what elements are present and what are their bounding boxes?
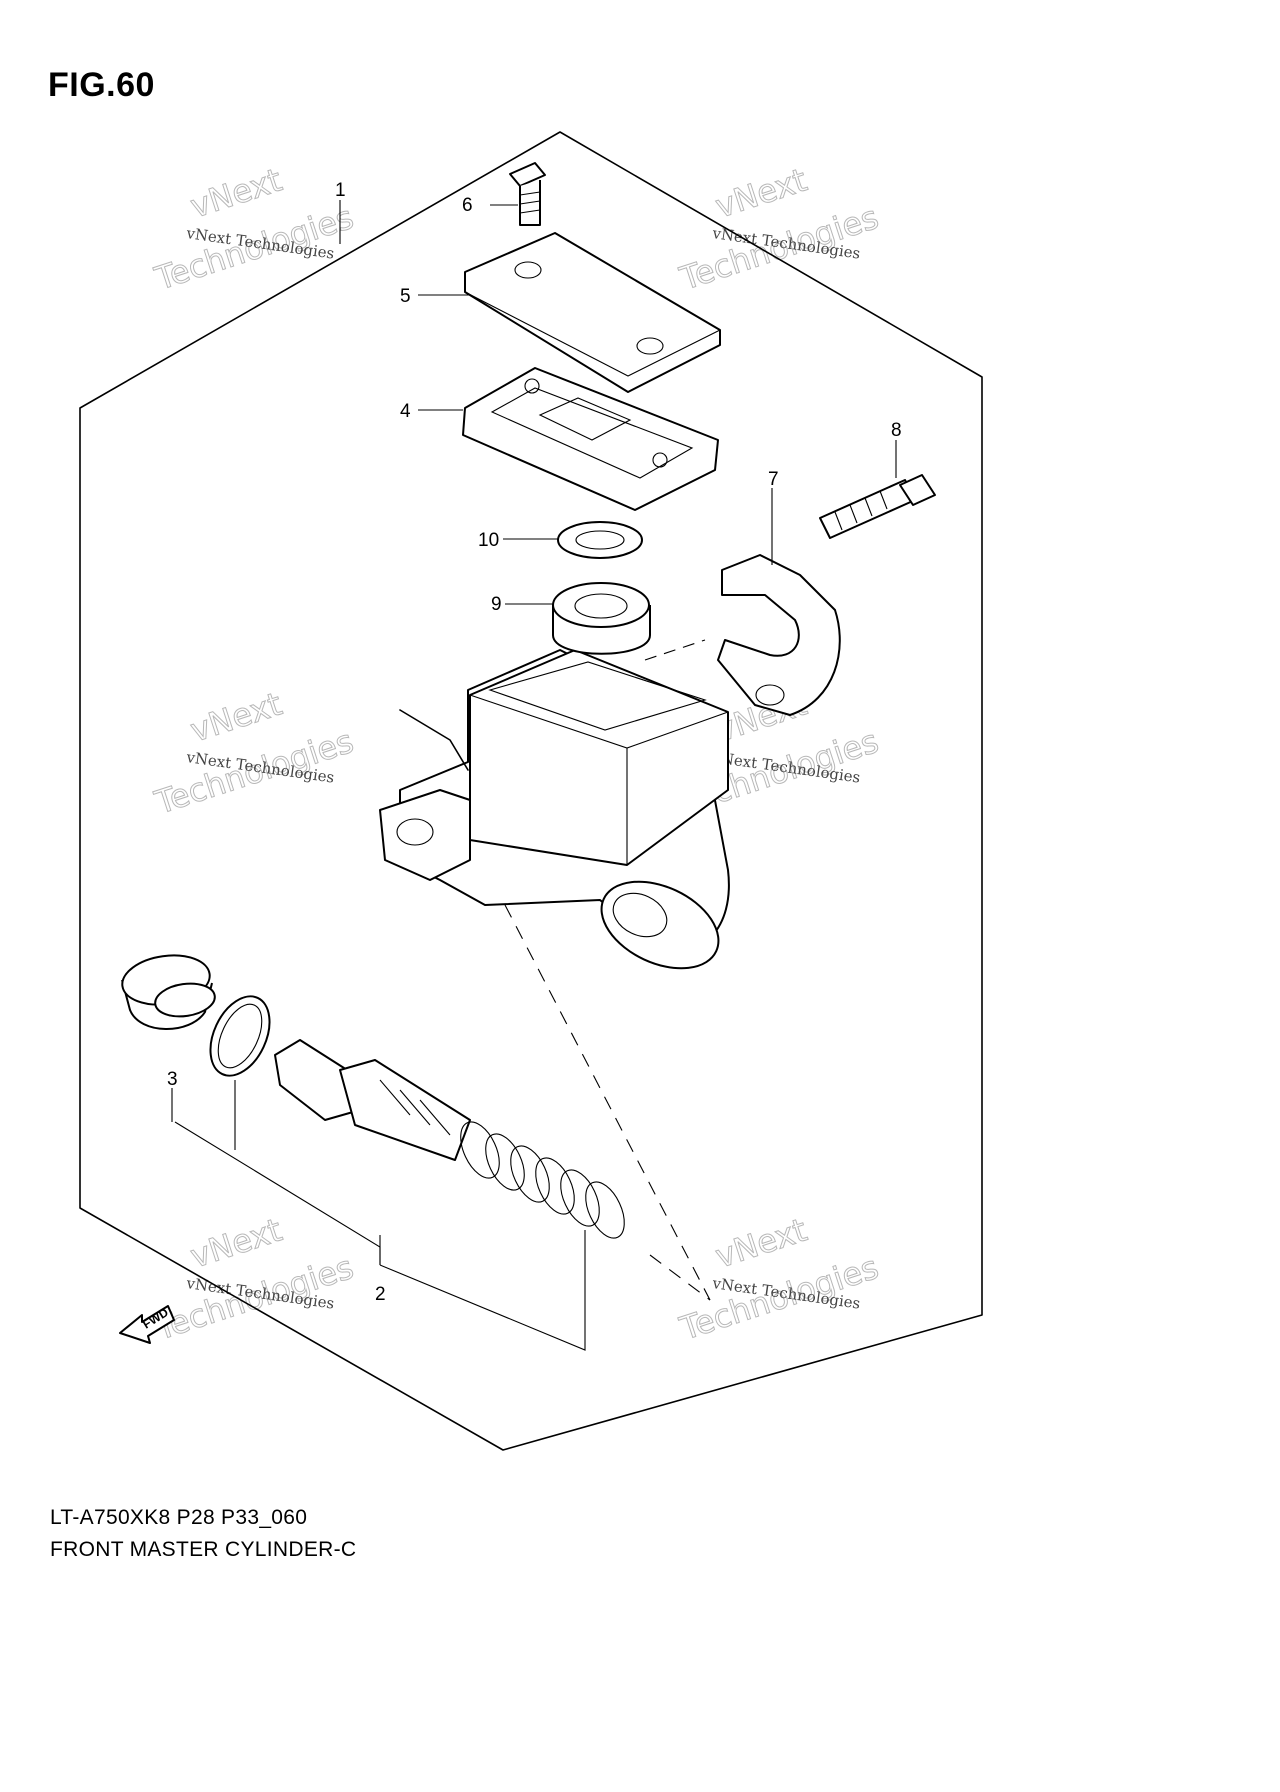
watermark-bottom-left: vNext Technologies vNext Technologies xyxy=(149,1210,358,1348)
leader-lines xyxy=(171,200,897,1351)
watermark-top-right: vNext Technologies vNext Technologies xyxy=(674,160,883,298)
callout-3: 3 xyxy=(167,1069,178,1090)
svg-text:vNext: vNext xyxy=(711,1211,812,1276)
part-3-boot xyxy=(121,954,216,1030)
watermark-bottom-right: vNext Technologies vNext Technologies xyxy=(674,1210,883,1348)
master-cylinder-body xyxy=(379,649,730,970)
part-4-diaphragm xyxy=(462,367,719,511)
callout-10: 10 xyxy=(478,530,499,551)
callout-5: 5 xyxy=(400,286,411,307)
spring-coils xyxy=(460,1121,625,1239)
figure-title: FIG.60 xyxy=(48,66,155,104)
callout-7: 7 xyxy=(768,469,779,490)
callout-2: 2 xyxy=(375,1284,386,1305)
callout-labels: 1 2 3 4 5 6 7 8 9 10 xyxy=(167,180,902,1305)
snap-ring xyxy=(209,995,271,1077)
svg-text:vNext: vNext xyxy=(186,1211,287,1276)
part-5-cap xyxy=(464,232,721,393)
part-8-bolt xyxy=(819,474,936,539)
part-9-bushing xyxy=(552,582,651,655)
svg-text:vNext: vNext xyxy=(186,161,287,226)
callout-1: 1 xyxy=(335,180,346,201)
model-code-caption: LT-A750XK8 P28 P33_060 xyxy=(50,1506,308,1529)
watermark-top-left: vNext Technologies vNext Technologies xyxy=(149,160,358,298)
assembly-outline xyxy=(79,131,983,1451)
callout-8: 8 xyxy=(891,420,902,441)
svg-text:vNext: vNext xyxy=(711,161,812,226)
callout-6: 6 xyxy=(462,195,473,216)
svg-text:vNext: vNext xyxy=(186,685,287,750)
part-10-o-ring xyxy=(557,521,643,559)
part-7-clamp xyxy=(717,554,841,716)
callout-4: 4 xyxy=(400,401,411,422)
part-6-screw xyxy=(509,162,546,226)
part-name-caption: FRONT MASTER CYLINDER-C xyxy=(50,1538,357,1561)
part-2-piston-spring xyxy=(274,1039,625,1239)
callout-9: 9 xyxy=(491,594,502,615)
watermark-middle-left: vNext Technologies vNext Technologies xyxy=(149,684,358,822)
